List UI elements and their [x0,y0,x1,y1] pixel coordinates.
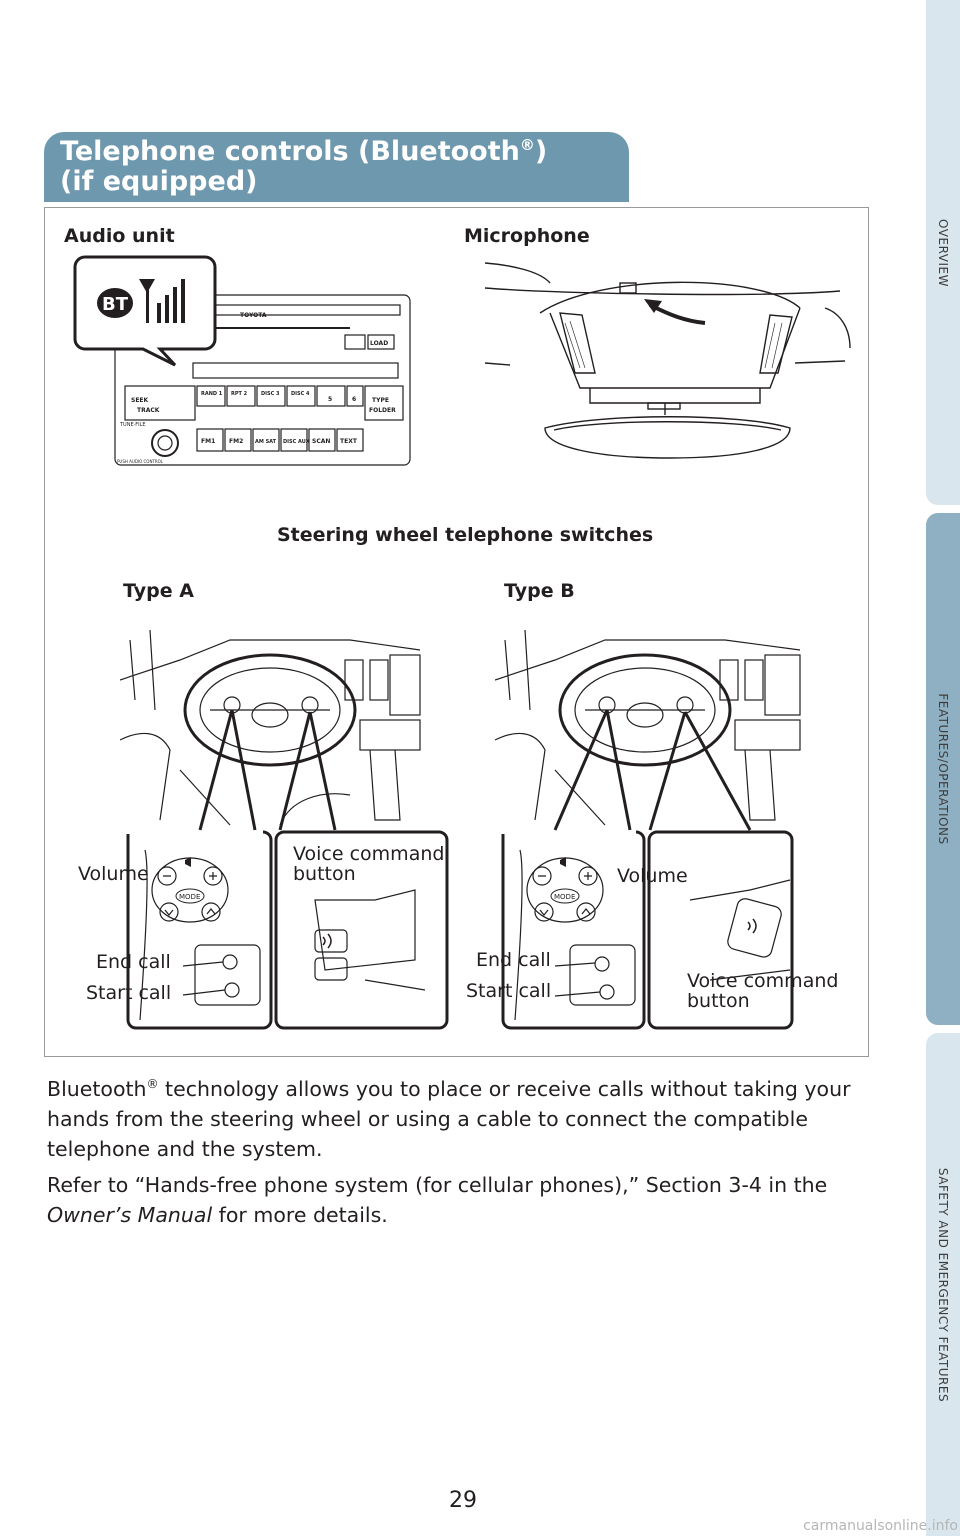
svg-text:DISC AUX: DISC AUX [283,439,310,445]
type-b-label: Type B [504,580,575,602]
svg-text:TEXT: TEXT [340,438,358,445]
section-title-line1: Telephone controls (Bluetooth®) [60,136,548,167]
svg-text:DISC 3: DISC 3 [261,391,280,397]
page-number: 29 [449,1488,477,1513]
svg-text:5: 5 [328,396,332,403]
microphone-illustration [484,262,851,459]
body-paragraph-2: Refer to “Hands-free phone system (for c… [47,1173,828,1227]
type-b-voice-command-label: Voice command button [687,970,839,1012]
type-b-dashboard-illustration [495,629,801,831]
watermark: carmanualsonline.info [803,1518,958,1534]
svg-text:TRACK: TRACK [137,407,160,414]
svg-text:6: 6 [352,396,356,403]
side-tab-features-operations[interactable]: FEATURES/OPERATIONS [926,513,960,1025]
side-tab-safety[interactable]: SAFETY AND EMERGENCY FEATURES [926,1033,960,1536]
type-b-volume-label: Volume [617,865,688,887]
svg-text:PUSH AUDIO CONTROL: PUSH AUDIO CONTROL [117,459,164,464]
svg-text:FM2: FM2 [229,438,243,445]
type-a-voice-command-label: Voice command button [293,843,445,885]
svg-text:DISC 4: DISC 4 [291,391,310,397]
svg-text:MODE: MODE [554,893,575,901]
microphone-label: Microphone [464,225,590,247]
svg-text:RPT 2: RPT 2 [231,391,248,397]
section-title-line2: (if equipped) [60,166,258,197]
type-a-start-call-label: Start call [86,982,172,1004]
svg-text:BT: BT [102,294,129,315]
svg-text:LOAD: LOAD [370,340,388,347]
side-tab-label: SAFETY AND EMERGENCY FEATURES [936,1167,950,1402]
steering-switches-label: Steering wheel telephone switches [277,524,654,546]
type-a-switch-closeup: MODE [126,830,449,1030]
svg-text:TOYOTA: TOYOTA [240,312,267,319]
svg-text:FOLDER: FOLDER [369,407,396,414]
body-paragraph-1: Bluetooth® technology allows you to plac… [47,1076,851,1161]
type-b-start-call-label: Start call [466,980,552,1002]
svg-text:RAND 1: RAND 1 [201,391,223,397]
side-tab-label: OVERVIEW [936,218,950,287]
svg-text:MODE: MODE [179,893,200,901]
audio-unit-label: Audio unit [64,225,175,247]
type-b-switch-closeup: MODE [501,830,794,1030]
svg-text:AM SAT: AM SAT [255,439,277,445]
svg-text:TUNE·FILE: TUNE·FILE [119,422,146,428]
side-tab-overview[interactable]: OVERVIEW [926,0,960,505]
type-a-dashboard-illustration [120,629,421,831]
type-b-end-call-label: End call [476,949,551,971]
svg-text:SCAN: SCAN [312,438,330,445]
svg-text:SEEK: SEEK [131,397,149,404]
type-a-end-call-label: End call [96,951,171,973]
type-a-label: Type A [123,580,194,602]
svg-text:FM1: FM1 [201,438,215,445]
section-title-banner: Telephone controls (Bluetooth®) (if equi… [44,132,629,202]
type-a-volume-label: Volume [78,863,149,885]
side-tab-label: FEATURES/OPERATIONS [936,693,950,845]
audio-unit-illustration: TOYOTA LOAD SEEK TRACK TYPE FOLDER TUNE·… [73,255,411,466]
svg-text:TYPE: TYPE [372,397,389,404]
figure-box: Audio unit Microphone [44,207,869,1057]
